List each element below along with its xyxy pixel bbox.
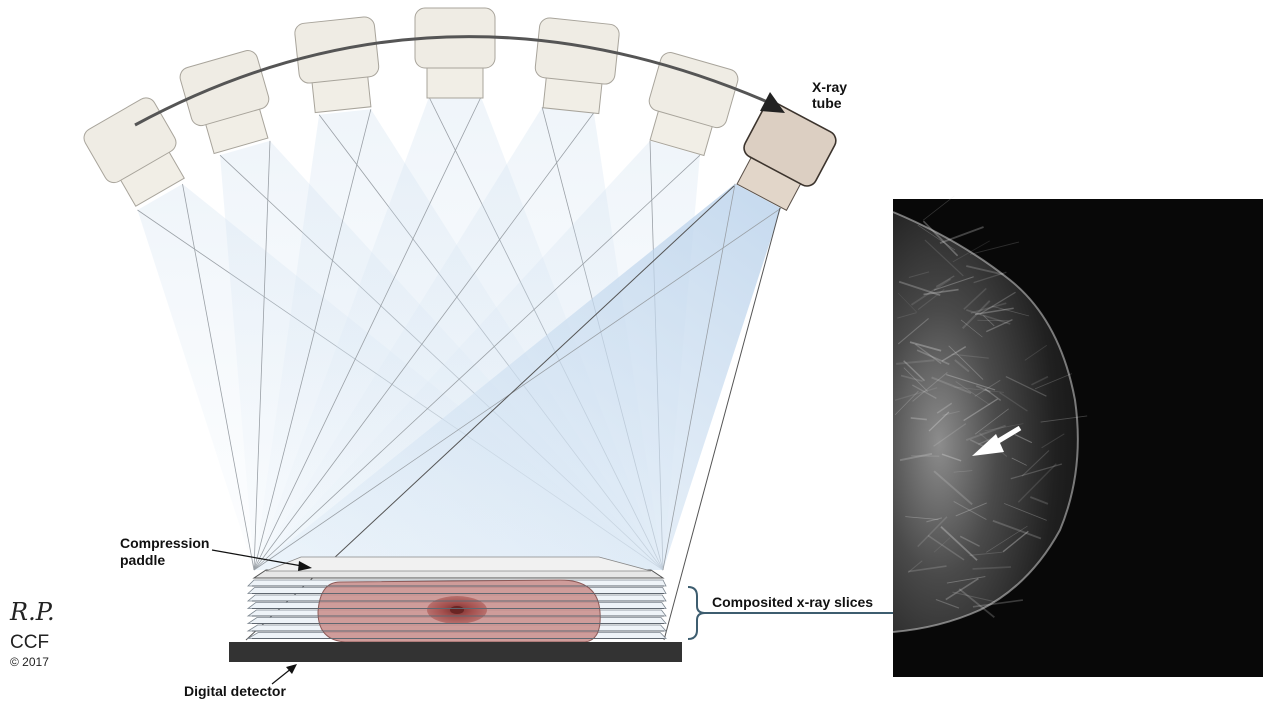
lesion-core bbox=[450, 606, 464, 614]
credit-org: CCF bbox=[10, 632, 49, 653]
xray-tube-3 bbox=[294, 16, 383, 114]
breast-slice-stack bbox=[229, 557, 682, 662]
arc-arrow-head bbox=[760, 92, 785, 113]
compression-paddle-top bbox=[266, 557, 651, 571]
digital-detector-label: Digital detector bbox=[184, 683, 286, 699]
xray-tube-5 bbox=[531, 17, 620, 115]
xray-tube-2 bbox=[178, 48, 280, 157]
xray-tube-label: X-ray tube bbox=[812, 79, 851, 111]
xray-tube-4 bbox=[415, 8, 495, 98]
tube-nozzle-4 bbox=[427, 64, 483, 98]
compression-paddle-label: Compression paddle bbox=[120, 535, 213, 568]
slices-bracket bbox=[688, 587, 705, 639]
credit-copyright: © 2017 bbox=[10, 655, 49, 669]
detector-arrowhead bbox=[286, 664, 297, 674]
digital-detector bbox=[229, 642, 682, 662]
artist-initials: R.P. bbox=[9, 598, 55, 626]
mammogram-image bbox=[893, 196, 1263, 677]
composited-slices-label: Composited x-ray slices bbox=[712, 594, 873, 610]
